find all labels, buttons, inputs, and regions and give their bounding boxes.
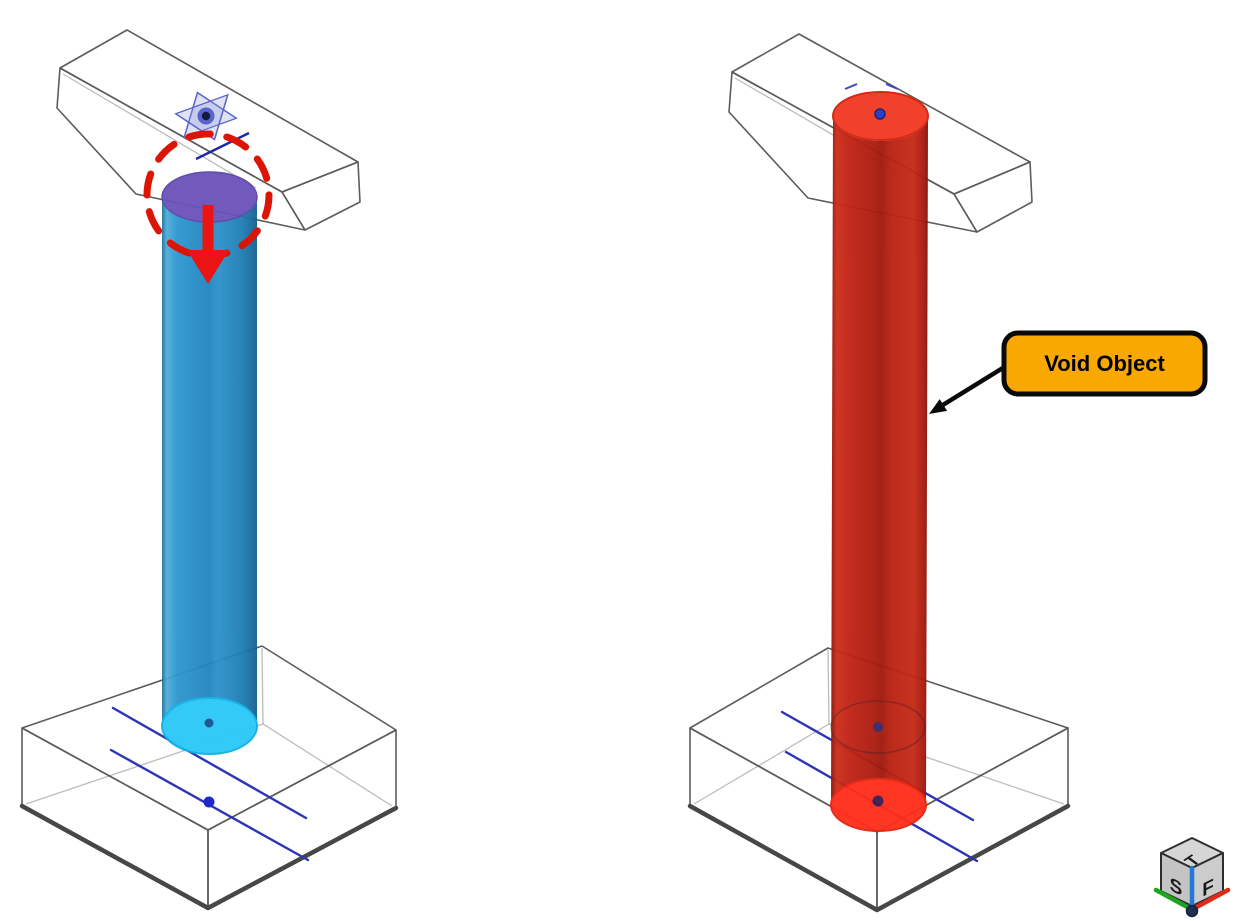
- sketch-center-point[interactable]: [201, 111, 211, 121]
- box-interior-edge: [827, 649, 830, 725]
- box-bottom-edge: [19, 803, 399, 911]
- left-top-slab-end-face[interactable]: [281, 161, 361, 231]
- view-cube-front-label[interactable]: F: [1202, 875, 1214, 901]
- bottom-face-point[interactable]: [204, 718, 214, 728]
- left-top-slab[interactable]: [56, 29, 361, 231]
- void-cylinder[interactable]: [830, 91, 929, 832]
- box-interior-edge: [693, 723, 1065, 805]
- box-bottom-edge: [687, 803, 1071, 913]
- view-cube-side-label[interactable]: S: [1170, 874, 1183, 901]
- view-cube[interactable]: T S F: [1153, 837, 1231, 918]
- left-viewport: [19, 29, 399, 911]
- left-top-slab-interior-edge: [62, 73, 257, 189]
- void-cylinder-body[interactable]: [831, 117, 928, 832]
- pulled-cylinder[interactable]: [161, 171, 258, 755]
- origin-sphere-icon: [1185, 904, 1199, 918]
- top-face-point[interactable]: [874, 108, 886, 120]
- face-intersection-circle: [830, 700, 926, 754]
- right-top-slab-end-face[interactable]: [953, 161, 1033, 233]
- sketch-point[interactable]: [873, 722, 883, 732]
- callout-arrow-line: [936, 364, 1008, 410]
- y-axis-icon: [1153, 887, 1193, 911]
- hexagram-sketch[interactable]: [171, 83, 240, 149]
- drag-down-arrow-shaft: [202, 205, 214, 252]
- x-axis-icon: [1191, 887, 1231, 911]
- sketch-axis-line[interactable]: [195, 131, 250, 161]
- callout-label: Void Object: [1044, 351, 1165, 376]
- callout-box: [1001, 330, 1208, 397]
- drag-down-arrow-head: [187, 250, 229, 284]
- box-interior-edge: [261, 647, 264, 725]
- right-bottom-box[interactable]: [687, 647, 1071, 913]
- right-viewport: Void Object: [687, 33, 1208, 913]
- hexagram-tip: [844, 83, 858, 90]
- bottom-face-point[interactable]: [872, 795, 884, 807]
- sketch-construction-line[interactable]: [111, 706, 308, 820]
- box-interior-edge: [25, 723, 393, 807]
- sketch-point[interactable]: [203, 796, 215, 808]
- pulled-cylinder-body[interactable]: [162, 197, 257, 754]
- hexagram-tip: [885, 83, 899, 90]
- left-bottom-box-left-face[interactable]: [21, 727, 209, 909]
- void-object-callout: Void Object: [929, 330, 1208, 414]
- callout-arrow-head: [929, 399, 948, 414]
- left-bottom-box[interactable]: [19, 645, 399, 911]
